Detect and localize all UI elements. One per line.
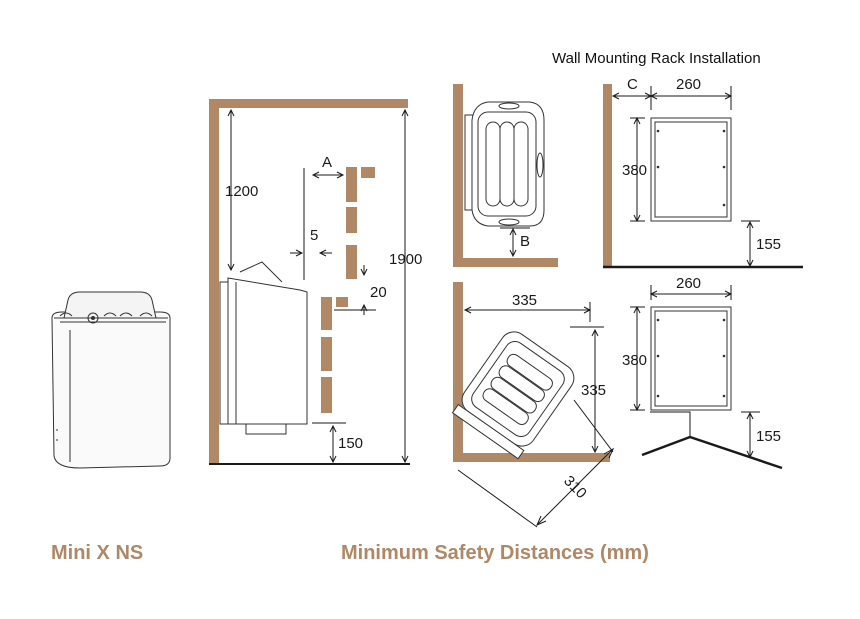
heater-product-illustration — [51, 291, 171, 469]
rack-label-width-wall: 260 — [676, 76, 701, 93]
side-ceiling — [209, 99, 408, 108]
corner-view: 335 335 310 — [451, 282, 615, 528]
side-view: 1200 1900 A 5 20 150 — [209, 99, 422, 465]
side-label-5: 5 — [310, 227, 318, 244]
rack-label-c: C — [627, 76, 638, 93]
side-label-a: A — [322, 154, 332, 171]
side-left-wall — [209, 99, 219, 465]
rack-corner-variant: 260 380 155 — [622, 275, 783, 470]
rack-title: Wall Mounting Rack Installation — [552, 50, 761, 67]
rack-wall — [603, 84, 612, 268]
rack-wall-plate — [650, 117, 732, 222]
rack-wall-variant: C 260 380 155 — [603, 76, 803, 269]
rack-label-floor-corner: 155 — [756, 428, 781, 445]
wall-top-view: B — [453, 84, 558, 267]
rack-label-width-corner: 260 — [676, 275, 701, 292]
side-label-20: 20 — [370, 284, 387, 301]
corner-heater — [451, 331, 575, 460]
corner-label-side-b: 335 — [581, 382, 606, 399]
side-heater — [219, 261, 308, 435]
side-label-150: 150 — [338, 435, 363, 452]
wall-top-heater — [464, 101, 545, 227]
side-wood-pieces — [321, 167, 375, 413]
rack-label-height-wall: 380 — [622, 162, 647, 179]
corner-label-side-a: 335 — [512, 292, 537, 309]
rack-installation: Wall Mounting Rack Installation — [552, 50, 803, 470]
rack-corner-plate — [650, 306, 732, 411]
wall-top-label-b: B — [520, 233, 530, 250]
side-dimension-lines — [227, 108, 409, 464]
product-name: Mini X NS — [51, 542, 144, 564]
side-label-1900: 1900 — [389, 251, 422, 268]
rack-label-floor-wall: 155 — [756, 236, 781, 253]
diagram-title: Minimum Safety Distances (mm) — [341, 542, 649, 564]
side-label-1200: 1200 — [225, 183, 258, 200]
rack-label-height-corner: 380 — [622, 352, 647, 369]
